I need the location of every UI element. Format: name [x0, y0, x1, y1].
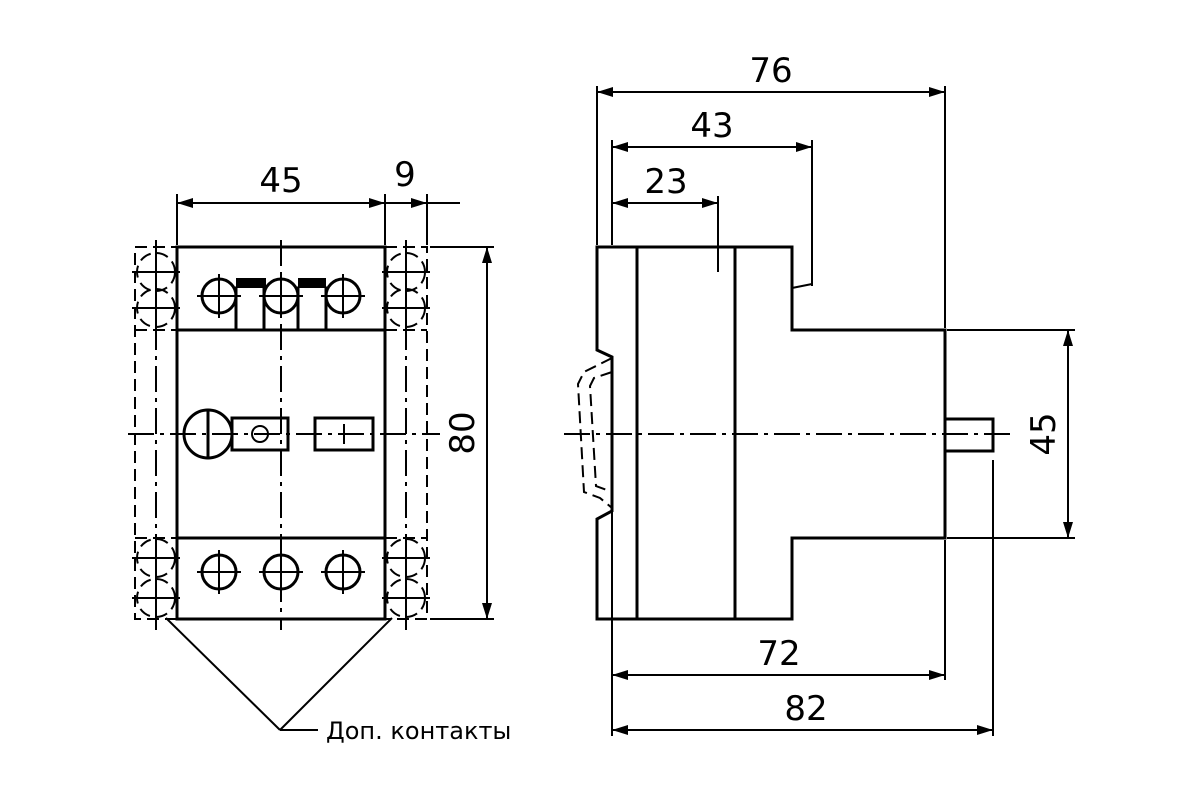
- aux-contacts-leader: Доп. контакты: [165, 617, 511, 745]
- main-terminal-icon: [195, 272, 243, 320]
- front-dimensions: 45 9 80: [176, 155, 494, 620]
- main-terminal-icon: [319, 548, 367, 596]
- dim-side-depth-72: 72: [757, 634, 800, 674]
- side-view: [564, 245, 1010, 621]
- dim-side-depth-82: 82: [784, 689, 827, 729]
- dim-side-rail-height: 45: [1024, 412, 1064, 455]
- dim-front-width: 45: [259, 161, 302, 201]
- side-dimensions: 76 43 23 45 72 82: [596, 51, 1075, 736]
- front-view: [128, 240, 440, 630]
- main-terminal-icon: [195, 548, 243, 596]
- dim-front-aux-width: 9: [394, 155, 416, 195]
- dim-side-depth-43: 43: [690, 106, 733, 146]
- dim-front-height: 80: [443, 411, 483, 454]
- dim-side-total-depth: 76: [749, 51, 792, 91]
- dim-side-depth-23: 23: [644, 162, 687, 202]
- main-terminal-icon: [319, 272, 367, 320]
- side-body-outline: [595, 245, 947, 621]
- aux-contacts-label: Доп. контакты: [326, 717, 511, 745]
- din-rail-icon: [576, 357, 613, 509]
